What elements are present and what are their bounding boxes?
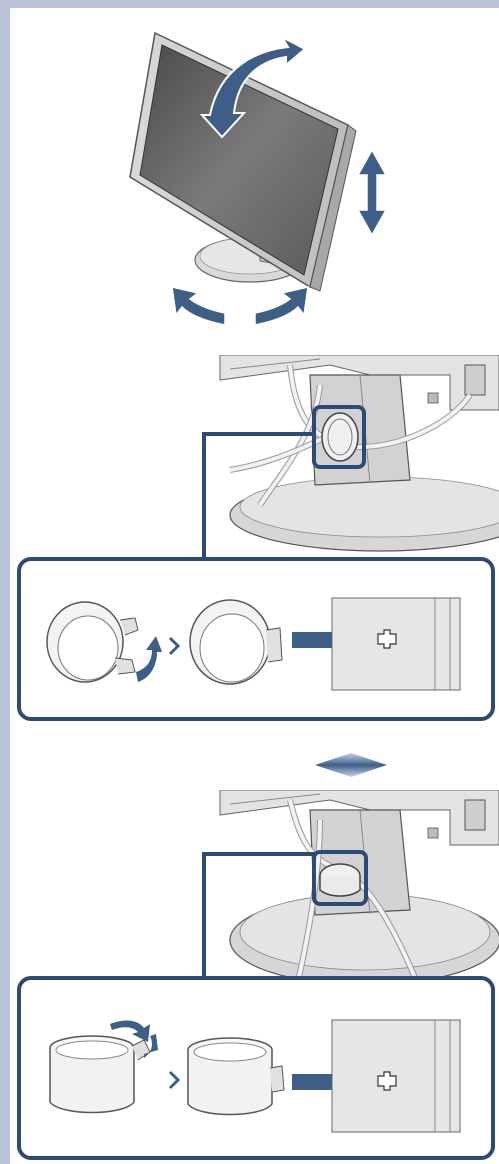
cable-holder-highlight [312,405,366,469]
band-open-icon [49,1035,151,1114]
clip-closed-icon [189,599,283,685]
band-closed-icon [187,1037,285,1116]
callout-connector-2 [202,852,316,980]
callout-connector-1 [202,432,316,560]
swivel-right-arrow-icon [254,286,309,326]
mount-hole-icon [377,629,397,649]
mount-hole-2-icon [377,1071,397,1091]
swivel-left-arrow-icon [171,286,226,326]
diamond-arrow-icon [315,753,387,777]
monitor-tilt-swivel-height-illustration [129,31,388,326]
step-chevron-1-icon [168,636,181,656]
clip-open-icon [46,601,139,683]
step-chevron-2-icon [168,1070,181,1090]
cable-holder-open-illustration [49,1019,461,1133]
height-arrow-icon [356,148,388,237]
cable-holder-closed-illustration [46,597,461,691]
frame-left-border [0,0,10,1164]
stand-back-with-cable-holder-illustration [219,355,499,552]
open-arrow-1-icon [110,1020,150,1042]
tilt-arrow-icon [199,34,307,139]
close-arrow-icon [136,636,162,682]
stand-back-with-open-holder-illustration [219,790,499,996]
open-holder-highlight [312,850,368,906]
open-arrow-2-icon [144,1034,158,1058]
frame-top-border [0,0,499,8]
monitor-screen [139,44,339,276]
